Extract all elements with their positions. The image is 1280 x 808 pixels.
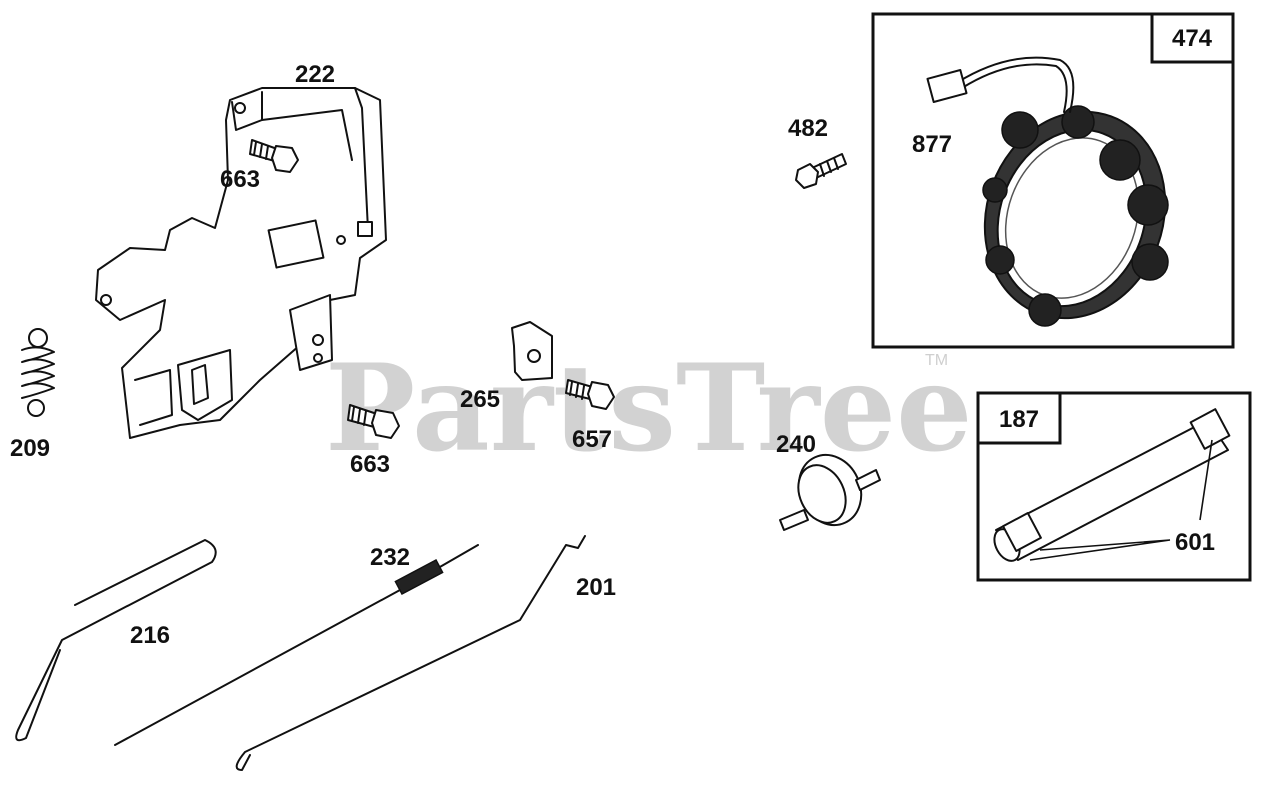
clip-part[interactable] [511,321,553,381]
callout-474: 474 [1172,25,1213,52]
fuel-hose-part[interactable] [989,419,1229,565]
callout-877: 877 [912,131,952,158]
watermark-trademark: TM [925,352,948,369]
callout-657: 657 [572,426,612,453]
link-rod-216-part[interactable] [15,539,217,742]
callout-216: 216 [130,622,170,649]
screw-482-part[interactable] [795,153,847,189]
callout-663-top: 663 [220,166,260,193]
stator-part[interactable] [956,86,1193,344]
fuel-filter-part[interactable] [779,445,881,536]
callout-240: 240 [776,431,816,458]
screw-663-top-part[interactable] [249,139,299,173]
callout-201: 201 [576,574,616,601]
callout-601: 601 [1175,529,1215,556]
watermark-text: PartsTree [325,338,972,479]
callout-663-bottom: 663 [350,451,390,478]
callout-box-187 [976,391,1062,445]
screw-663-bottom-part[interactable] [347,404,400,439]
stator-wire-connector[interactable] [926,56,1075,113]
link-rod-201-part[interactable] [235,535,586,771]
callout-482: 482 [788,115,828,142]
fuel-line-box: 187 601 [976,391,1252,582]
stator-assembly-box: 474 877 [871,12,1235,349]
callout-box-474 [1150,12,1235,64]
governor-link-232-part[interactable] [114,544,479,746]
control-bracket-part[interactable] [95,87,387,439]
callout-232: 232 [370,544,410,571]
spring-part[interactable] [21,328,55,417]
callout-187: 187 [999,406,1039,433]
callout-222: 222 [295,61,335,88]
hose-clamp-part[interactable] [1002,408,1231,552]
callout-209: 209 [10,435,50,462]
callout-265: 265 [460,386,500,413]
screw-657-part[interactable] [565,379,615,410]
